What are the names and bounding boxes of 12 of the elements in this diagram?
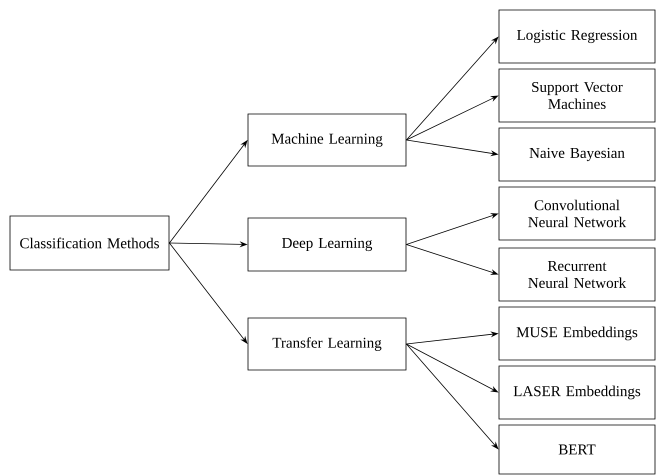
method-box: Logistic Regression	[498, 10, 656, 64]
method-box: Naive Bayesian	[498, 128, 656, 182]
method-box: Recurrent Neural Network	[498, 248, 656, 302]
method-box: Machine Learning	[248, 114, 406, 166]
method-box: Support Vector Machines	[498, 68, 656, 122]
method-box: MUSE Embeddings	[498, 306, 656, 360]
method-box: BERT	[498, 424, 656, 474]
method-box: Transfer Learning	[248, 318, 406, 370]
method-box: LASER Embeddings	[498, 366, 656, 420]
method-box: Classification Methods	[10, 216, 170, 270]
method-box: Convolutional Neural Network	[498, 186, 656, 240]
method-box: Deep Learning	[248, 218, 406, 272]
